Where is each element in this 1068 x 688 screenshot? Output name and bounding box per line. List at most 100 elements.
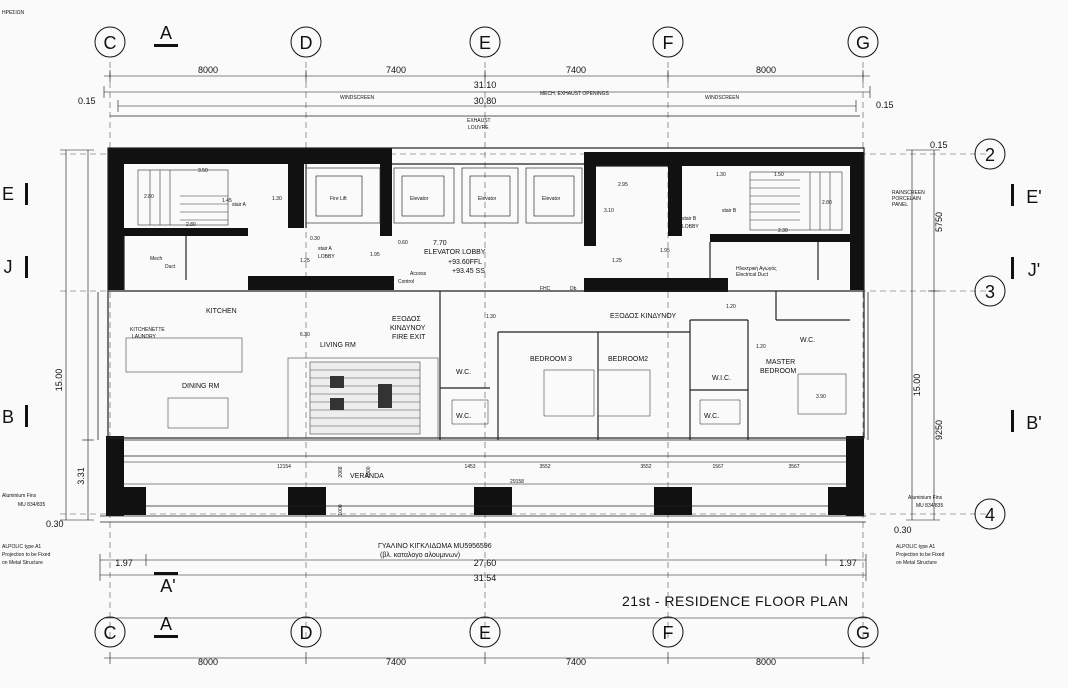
dim-top-bay-2: 7400 xyxy=(386,65,406,75)
label-wc-1: W.C. xyxy=(456,369,471,376)
core-walls xyxy=(106,148,864,516)
dim-stair-a-mid: 2.80 xyxy=(186,222,196,228)
grid-label-3: 3 xyxy=(985,282,995,302)
dim-veranda-small-3: 1000 xyxy=(338,504,344,515)
dim-bottom-bay-4: 8000 xyxy=(756,657,776,667)
note-exhaust-1: EXHAUST xyxy=(467,118,491,124)
dim-stair-b-mid: 2.30 xyxy=(778,228,788,234)
dim-room-right-w: 2.95 xyxy=(618,182,628,188)
note-alpolic-right-2: Projection to be Fixed xyxy=(896,552,945,558)
section-mark-a-top: A xyxy=(160,23,172,43)
label-db: Db xyxy=(570,286,577,292)
label-elec-1: Ηλεκτρική Αγωγός xyxy=(736,265,777,272)
veranda-dim-lines xyxy=(124,461,846,485)
label-mech-2: Duct xyxy=(165,264,176,270)
label-stair-b-lobby-1: stair B xyxy=(682,216,697,222)
grid-label-d-bottom: D xyxy=(300,623,313,643)
grid-bubbles-right xyxy=(974,138,1006,530)
label-elevator-3: Elevator xyxy=(542,196,561,202)
note-alu-fins-left-2: MU 834/835 xyxy=(18,502,45,508)
dim-left-veranda: 3.31 xyxy=(76,467,86,485)
note-alpolic-left-2: Projection to be Fixed xyxy=(2,552,51,558)
note-alpolic-left-3: on Metal Structure xyxy=(2,560,43,566)
dim-master-w: 1.20 xyxy=(726,304,736,310)
label-mech-1: Mech xyxy=(150,256,162,262)
label-kitchen: KITCHEN xyxy=(206,308,237,315)
dim-edge-right: 0.15 xyxy=(876,100,894,110)
note-rain-3: PANEL xyxy=(892,202,908,208)
label-exit-gr-right: ΕΞΟΔΟΣ ΚΙΝΔΥΝΟΥ xyxy=(610,313,677,320)
dim-veranda-small-1: 2068 xyxy=(338,466,344,477)
cushions xyxy=(330,376,392,410)
drawing-title: 21st - RESIDENCE FLOOR PLAN xyxy=(622,593,849,609)
note-windscreen-right: WINDSCREEN xyxy=(705,95,740,101)
dim-bottom-total: 27.60 xyxy=(474,558,497,568)
corner-note: ΗΡΕΣΙΩΝ xyxy=(2,10,24,16)
dim-stair-b-w: 1.30 xyxy=(716,172,726,178)
label-exit-gr-1: ΕΞΟΔΟΣ xyxy=(392,316,421,323)
label-stair-b-lobby-2: LOBBY xyxy=(682,224,699,230)
label-fire-lift: Fire Lift xyxy=(330,196,347,202)
label-fhc: FHC xyxy=(540,286,551,292)
grid-label-f-bottom: F xyxy=(663,623,674,643)
section-mark-b-prime: B' xyxy=(1026,413,1041,433)
note-rain-1: RAINSCREEN xyxy=(892,190,925,196)
dim-left-edge: 0.30 xyxy=(46,519,64,529)
grid-label-g-bottom: G xyxy=(856,623,870,643)
dim-right-lower: 9250 xyxy=(934,420,944,440)
dim-lobby-right: 1.25 xyxy=(612,258,622,264)
grid-label-e-bottom: E xyxy=(479,623,491,643)
section-bar-a-prime xyxy=(154,572,178,575)
label-stair-a-lobby-2: LOBBY xyxy=(318,254,335,260)
label-elevator-lobby: ELEVATOR LOBBY xyxy=(424,249,486,256)
label-stair-a-lobby-1: stair A xyxy=(318,246,333,252)
grid-label-4: 4 xyxy=(985,505,995,525)
section-bar-a-top xyxy=(154,44,178,47)
dim-lobby-h: 1.95 xyxy=(370,252,380,258)
label-kitchenette-2: LAUNDRY xyxy=(132,334,156,340)
grid-label-e-top: E xyxy=(479,33,491,53)
label-exit-gr-2: ΚΙΝΔΥΝΟΥ xyxy=(390,325,426,332)
furniture xyxy=(125,337,847,439)
section-mark-e: E xyxy=(2,184,14,204)
dim-lobby-left2: 0.60 xyxy=(398,240,408,246)
dim-lobby-left3: 1.25 xyxy=(300,258,310,264)
section-bar-a-bottom xyxy=(154,635,178,638)
dim-bottom-bay-1: 8000 xyxy=(198,657,218,667)
dim-top-bay-4: 8000 xyxy=(756,65,776,75)
label-exit-en: FIRE EXIT xyxy=(392,334,426,341)
label-access-1: Access xyxy=(410,271,427,277)
dim-veranda-seg-6: 3567 xyxy=(788,464,799,470)
dim-master-w2: 1.20 xyxy=(756,344,766,350)
section-mark-e-prime: E' xyxy=(1026,187,1041,207)
grid-bubbles-bottom xyxy=(94,616,879,648)
dim-veranda-seg-2: 1453 xyxy=(464,464,475,470)
note-alu-fins-left-1: Aluminium Fins xyxy=(2,493,37,499)
label-access-2: Control xyxy=(398,279,414,285)
dimension-lines-sides xyxy=(60,149,940,521)
section-mark-j: J xyxy=(4,257,13,277)
section-bar-e-prime xyxy=(1011,184,1014,206)
section-bar-b xyxy=(25,405,28,427)
dim-bottom-bay-3: 7400 xyxy=(566,657,586,667)
dim-veranda-seg-1: 12154 xyxy=(277,464,291,470)
dim-lobby-right2: 1.95 xyxy=(660,248,670,254)
grid-label-d-top: D xyxy=(300,33,313,53)
note-mech-exhaust: MECH. EXHAUST OPENINGS xyxy=(540,91,609,97)
note-railing-2: (βλ. καταλογο αλουμινων) xyxy=(380,552,460,559)
grid-label-g-top: G xyxy=(856,33,870,53)
section-mark-a-bottom: A xyxy=(160,614,172,634)
label-el-mon: El Mon xyxy=(640,283,656,289)
label-elevator-2: Elevator xyxy=(478,196,497,202)
elevator-shafts xyxy=(305,167,583,224)
label-bedroom3: BEDROOM 3 xyxy=(530,356,572,363)
label-ffl: +93.60FFL xyxy=(448,259,482,266)
dim-room-right-h: 3.10 xyxy=(604,208,614,214)
note-railing-1: ΓΥΑΛΙΝΟ ΚΙΓΚΛΙΔΩΜΑ MU5956596 xyxy=(378,543,492,550)
dim-right-edge: 0.30 xyxy=(894,525,912,535)
stair-a-treads xyxy=(137,169,229,226)
label-stair-b: stair B xyxy=(722,208,737,214)
dim-veranda-seg-3: 3552 xyxy=(539,464,550,470)
note-windscreen-left: WINDSCREEN xyxy=(340,95,375,101)
